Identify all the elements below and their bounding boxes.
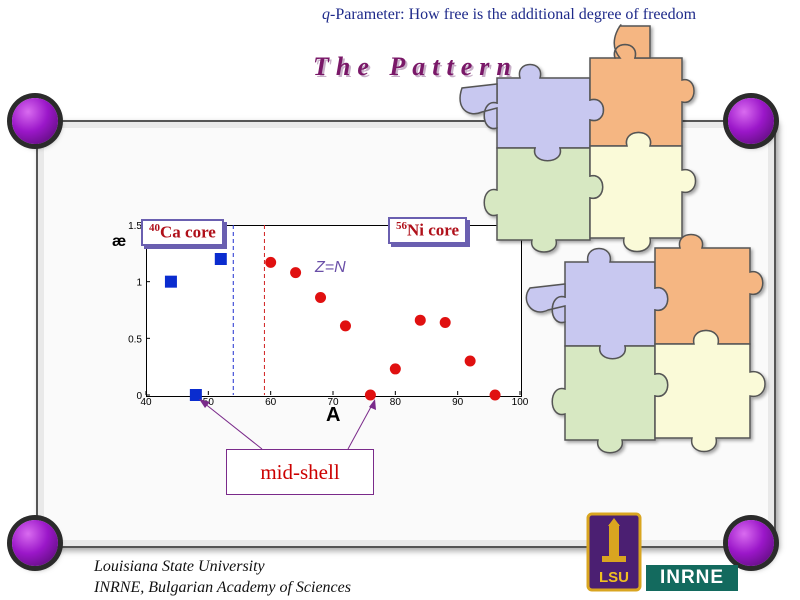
data-point-circle-10 <box>489 389 501 401</box>
x-axis-label: A <box>326 404 340 426</box>
frame-post-top-left <box>12 98 58 144</box>
z-equals-n-label: Z=N <box>314 259 346 276</box>
puzzle-piece-orange-top <box>589 43 695 147</box>
data-point-circle-3 <box>315 292 327 304</box>
puzzle-piece-purple-bottom-left-tab <box>525 283 566 324</box>
data-point-circle-4 <box>339 320 351 332</box>
puzzle-piece-green-top <box>483 147 604 253</box>
data-point-square-2 <box>189 389 202 401</box>
mid-shell-arrowhead-left <box>199 399 210 408</box>
y-tick-label: 0 <box>136 391 142 402</box>
puzzle-piece-green-bottom <box>551 345 669 454</box>
data-point-square-1 <box>164 275 177 288</box>
footer-line-university: Louisiana State University <box>94 558 265 575</box>
mid-shell-arrow-left <box>203 402 263 450</box>
data-point-circle-1 <box>265 256 277 268</box>
puzzle-piece-yellow-top <box>589 131 697 253</box>
chart-plot-area <box>146 225 522 397</box>
y-tick-label: 0.5 <box>128 334 142 345</box>
puzzle-piece-purple-top <box>483 63 605 162</box>
puzzle-piece-purple-left-tab <box>459 83 498 130</box>
footer-line-institute: INRNE, Bulgarian Academy of Sciences <box>94 579 351 596</box>
y-axis-label: æ <box>112 233 126 250</box>
header-title: q-Parameter: How free is the additional … <box>322 6 697 23</box>
lsu-logo: LSU <box>586 512 642 592</box>
footer: Louisiana State University INRNE, Bulgar… <box>94 556 351 598</box>
data-point-circle-9 <box>464 355 476 367</box>
mid-shell-arrowhead-right <box>369 399 376 410</box>
frame-post-top-right <box>728 98 774 144</box>
data-point-square-3 <box>214 253 227 265</box>
data-point-circle-5 <box>364 389 376 401</box>
puzzle-piece-yellow-bottom <box>654 329 766 453</box>
x-tick-label: 60 <box>265 397 277 408</box>
puzzle-piece-purple-bottom <box>551 247 669 360</box>
y-tick-label: 1 <box>136 278 142 289</box>
x-tick-label: 70 <box>327 397 339 408</box>
puzzle-piece-orange-bottom <box>654 233 764 345</box>
y-tick-label: 1.5 <box>128 221 142 232</box>
inrne-logo: INRNE <box>646 565 738 591</box>
x-tick-label: 80 <box>390 397 402 408</box>
data-point-circle-2 <box>290 267 302 279</box>
mid-shell-arrow-right <box>347 404 373 450</box>
data-point-circle-7 <box>414 314 426 326</box>
frame-post-bottom-left <box>12 520 58 566</box>
x-tick-label: 90 <box>452 397 464 408</box>
puzzle-piece-orange-top-small <box>613 24 651 59</box>
slide-title: The Pattern <box>313 52 518 81</box>
mid-shell-label: mid-shell <box>226 449 374 495</box>
frame-post-bottom-right <box>728 520 774 566</box>
ca-core-label: 40Ca core <box>141 219 224 246</box>
data-point-circle-8 <box>439 316 451 328</box>
lsu-logo-text: LSU <box>599 569 629 586</box>
x-tick-label: 40 <box>140 397 152 408</box>
ni-core-label: 56Ni core <box>388 217 468 244</box>
x-tick-label: 100 <box>512 397 529 408</box>
data-point-circle-6 <box>389 363 401 375</box>
